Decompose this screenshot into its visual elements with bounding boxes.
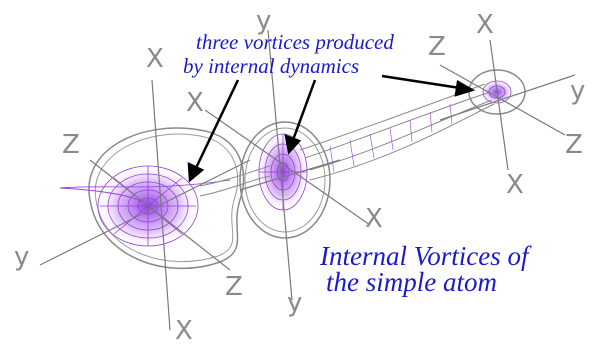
axis-label-left-x-top: X [146,44,164,74]
caption-title-line-1: Internal Vortices of [320,241,529,271]
axis-label-mid-y-bottom: y [287,288,303,318]
annotation-line-2: by internal dynamics [183,54,360,78]
axis-label-right-z-right: Z [565,130,583,160]
axis-label-left-z-bottom: Z [225,272,243,302]
axis-label-right-x-top: X [476,10,494,40]
axis-label-right-z: Z [428,32,446,62]
axis-label-right-x-bottom: X [506,170,524,200]
axis-label-mid-y-top: y [256,6,272,36]
caption-title-line-2: the simple atom [326,267,497,297]
axis-label-left-x-bottom: X [175,316,193,346]
axis-label-right-y: y [570,76,586,106]
left-vortex [59,127,245,270]
annotation-line-1: three vortices produced [196,30,394,54]
axis-label-left-y: y [14,242,30,272]
axis-label-mid-x: X [186,88,204,118]
axis-label-mid-x-right: X [365,204,383,234]
axes [39,29,576,331]
middle-right-funnel [299,83,495,181]
axis-label-left-z: Z [62,130,80,160]
arrows [187,74,476,183]
